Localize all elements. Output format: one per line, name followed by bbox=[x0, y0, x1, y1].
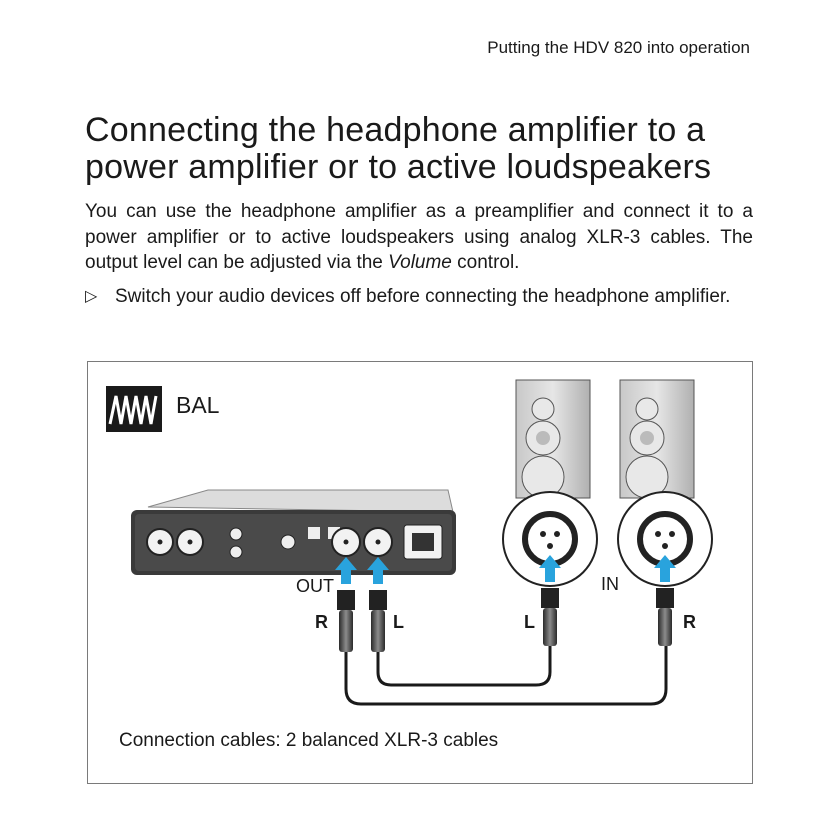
intro-paragraph: You can use the headphone amplifier as a… bbox=[85, 199, 753, 276]
step-text: Switch your audio devices off before con… bbox=[115, 286, 731, 307]
plug-in-l bbox=[541, 588, 559, 646]
arrow-out-l-icon bbox=[367, 557, 389, 584]
connection-diagram: BAL OUT IN R L L R Connection cables: 2 … bbox=[87, 361, 753, 784]
plug-in-r bbox=[656, 588, 674, 646]
figure-caption: Connection cables: 2 balanced XLR-3 cabl… bbox=[119, 730, 499, 751]
speaker-left bbox=[515, 379, 591, 499]
in-r-label: R bbox=[683, 612, 696, 632]
running-header: Putting the HDV 820 into operation bbox=[487, 38, 750, 57]
arrow-in-r-icon bbox=[654, 555, 676, 582]
out-l-label: L bbox=[393, 612, 404, 632]
plug-out-l bbox=[369, 590, 387, 652]
out-r-label: R bbox=[315, 612, 328, 632]
intro-text-start: You can use the headphone amplifier as a… bbox=[85, 201, 753, 273]
waveform-icon bbox=[106, 386, 162, 432]
out-label: OUT bbox=[296, 576, 334, 596]
plug-out-r bbox=[337, 590, 355, 652]
speaker-right bbox=[619, 379, 695, 499]
volume-emphasis: Volume bbox=[388, 252, 452, 273]
page-title: Connecting the headphone amplifier to a … bbox=[85, 111, 712, 186]
instruction-step: ▷ Switch your audio devices off before c… bbox=[85, 284, 753, 310]
direction-arrows bbox=[335, 555, 676, 584]
connection-cables bbox=[344, 644, 668, 706]
speaker-left-input-jack bbox=[502, 491, 598, 587]
intro-text-end: control. bbox=[451, 252, 520, 273]
amplifier-device bbox=[131, 489, 456, 575]
arrow-out-r-icon bbox=[335, 557, 357, 584]
speaker-right-input-jack bbox=[617, 491, 713, 587]
connection-illustration bbox=[106, 379, 713, 706]
in-l-label: L bbox=[524, 612, 535, 632]
in-label: IN bbox=[601, 574, 619, 594]
step-marker-icon: ▷ bbox=[85, 288, 98, 305]
bal-mode-label: BAL bbox=[176, 392, 220, 418]
arrow-in-l-icon bbox=[539, 555, 561, 582]
